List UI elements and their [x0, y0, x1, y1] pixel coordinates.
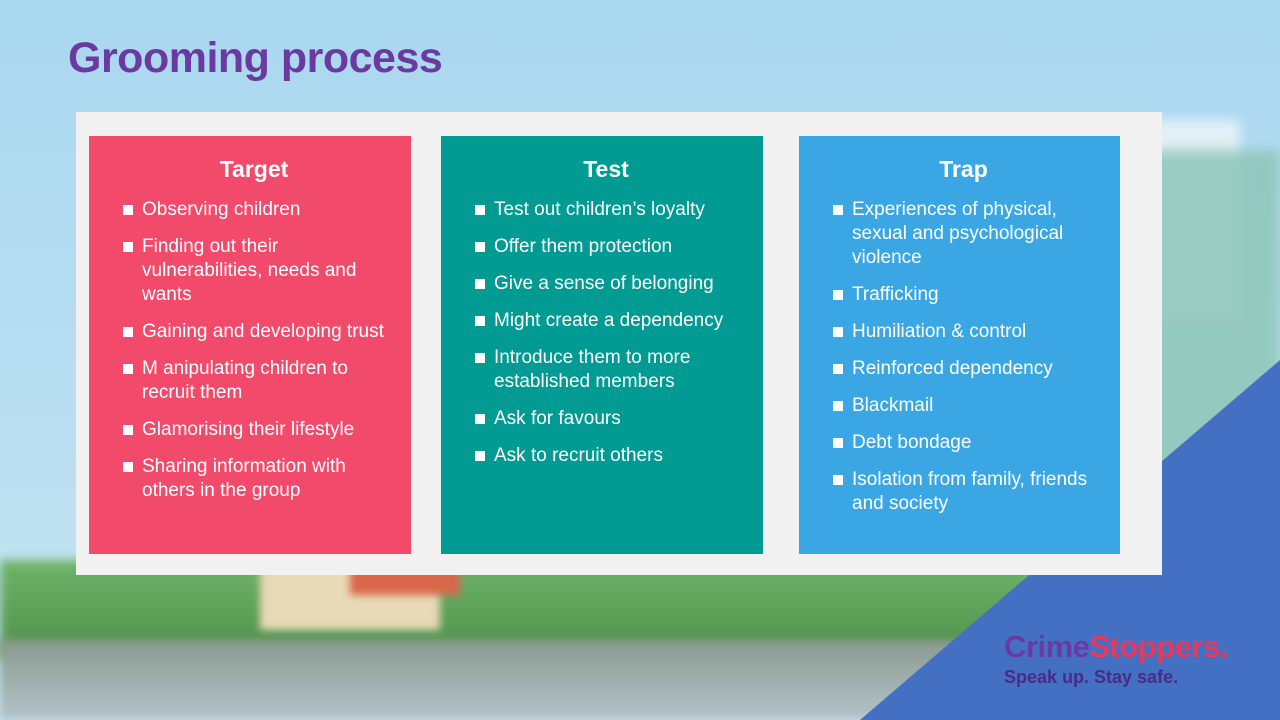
list-item: Ask for favours — [475, 407, 737, 431]
square-bullet-icon — [475, 279, 485, 289]
square-bullet-icon — [475, 205, 485, 215]
list-item: Ask to recruit others — [475, 444, 737, 468]
list-item: M anipulating children to recruit them — [123, 357, 385, 405]
square-bullet-icon — [123, 425, 133, 435]
square-bullet-icon — [833, 364, 843, 374]
square-bullet-icon — [123, 364, 133, 374]
target-list: Observing children Finding out their vul… — [123, 198, 385, 503]
crimestoppers-logo: CrimeStoppers. Speak up. Stay safe. — [1004, 630, 1228, 688]
list-item: Might create a dependency — [475, 309, 737, 333]
square-bullet-icon — [833, 475, 843, 485]
square-bullet-icon — [123, 242, 133, 252]
square-bullet-icon — [833, 290, 843, 300]
target-card: Target Observing children Finding out th… — [89, 136, 411, 554]
square-bullet-icon — [123, 327, 133, 337]
list-item: Offer them protection — [475, 235, 737, 259]
slide-title: Grooming process — [68, 34, 443, 82]
logo-wordmark: CrimeStoppers. — [1004, 629, 1228, 664]
list-item: Humiliation & control — [833, 320, 1094, 344]
trap-heading: Trap — [939, 156, 988, 182]
test-heading: Test — [583, 156, 629, 182]
list-item: Give a sense of belonging — [475, 272, 737, 296]
list-item: Isolation from family, friends and socie… — [833, 468, 1094, 516]
logo-tagline: Speak up. Stay safe. — [1004, 667, 1179, 687]
list-item: Finding out their vulnerabilities, needs… — [123, 235, 385, 307]
list-item: Introduce them to more established membe… — [475, 346, 737, 394]
list-item: Glamorising their lifestyle — [123, 418, 385, 442]
test-list: Test out children’s loyalty Offer them p… — [475, 198, 737, 468]
square-bullet-icon — [475, 414, 485, 424]
list-item: Observing children — [123, 198, 385, 222]
square-bullet-icon — [833, 205, 843, 215]
square-bullet-icon — [123, 205, 133, 215]
list-item: Trafficking — [833, 283, 1094, 307]
test-card: Test Test out children’s loyalty Offer t… — [441, 136, 763, 554]
square-bullet-icon — [123, 462, 133, 472]
list-item: Debt bondage — [833, 431, 1094, 455]
square-bullet-icon — [475, 353, 485, 363]
list-item: Blackmail — [833, 394, 1094, 418]
square-bullet-icon — [833, 438, 843, 448]
list-item: Sharing information with others in the g… — [123, 455, 385, 503]
list-item: Test out children’s loyalty — [475, 198, 737, 222]
trap-card: Trap Experiences of physical, sexual and… — [799, 136, 1120, 554]
square-bullet-icon — [833, 401, 843, 411]
list-item: Gaining and developing trust — [123, 320, 385, 344]
list-item: Experiences of physical, sexual and psyc… — [833, 198, 1094, 270]
target-heading: Target — [219, 156, 289, 182]
square-bullet-icon — [475, 451, 485, 461]
trap-list: Experiences of physical, sexual and psyc… — [833, 198, 1094, 516]
square-bullet-icon — [475, 316, 485, 326]
square-bullet-icon — [475, 242, 485, 252]
list-item: Reinforced dependency — [833, 357, 1094, 381]
square-bullet-icon — [833, 327, 843, 337]
